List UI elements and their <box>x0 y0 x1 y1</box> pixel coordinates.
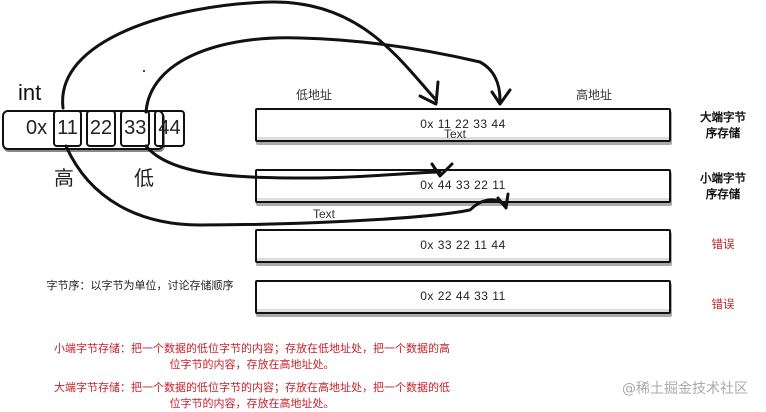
byte-cell-11: 11 <box>53 110 82 147</box>
memory-row-big-endian: 0x 11 22 33 44 <box>255 108 671 142</box>
error-label: 错误 <box>711 237 735 251</box>
stray-text-label: Text <box>313 207 336 221</box>
high-byte-label: 高 <box>54 166 74 190</box>
memory-value: 0x 11 22 33 44 <box>420 117 506 131</box>
memory-value: 0x 33 22 11 44 <box>420 238 506 252</box>
int-type-label: int <box>18 80 42 105</box>
byte-order-definition: 字节序：以字节为单位，讨论存储顺序 <box>46 279 234 292</box>
memory-row-wrong-1: 0x 33 22 11 44 <box>255 229 671 263</box>
byte-cell-22: 22 <box>85 110 117 147</box>
memory-value: 0x 44 33 22 11 <box>420 178 506 192</box>
byte-cell-44: 44 <box>154 110 185 147</box>
byte-cell-33: 33 <box>120 110 151 147</box>
error-label: 错误 <box>711 297 735 311</box>
high-address-label: 高地址 <box>576 88 613 102</box>
stray-text-label: Text <box>444 127 467 141</box>
low-address-label: 低地址 <box>296 88 333 102</box>
low-byte-label: 低 <box>134 166 154 190</box>
memory-row-wrong-2: 0x 22 44 33 11 <box>255 280 671 314</box>
little-endian-label: 小端字节 序存储 <box>700 171 746 201</box>
memory-value: 0x 22 44 33 11 <box>420 289 506 303</box>
big-endian-note: 大端字节存储：把一个数据的低位字节的内容；存放在高地址处，把一个数据的低位字节的… <box>54 381 450 410</box>
big-endian-label: 大端字节 序存储 <box>700 110 746 140</box>
little-endian-note: 小端字节存储：把一个数据的低位字节的内容；存放在低地址处，把一个数据的高位字节的… <box>54 342 450 371</box>
int-byte-cells: 0x 11 22 33 44 <box>24 110 185 147</box>
hex-prefix: 0x <box>26 117 48 139</box>
watermark: @稀土掘金技术社区 <box>622 381 748 397</box>
memory-row-little-endian: 0x 44 33 22 11 <box>255 169 671 203</box>
